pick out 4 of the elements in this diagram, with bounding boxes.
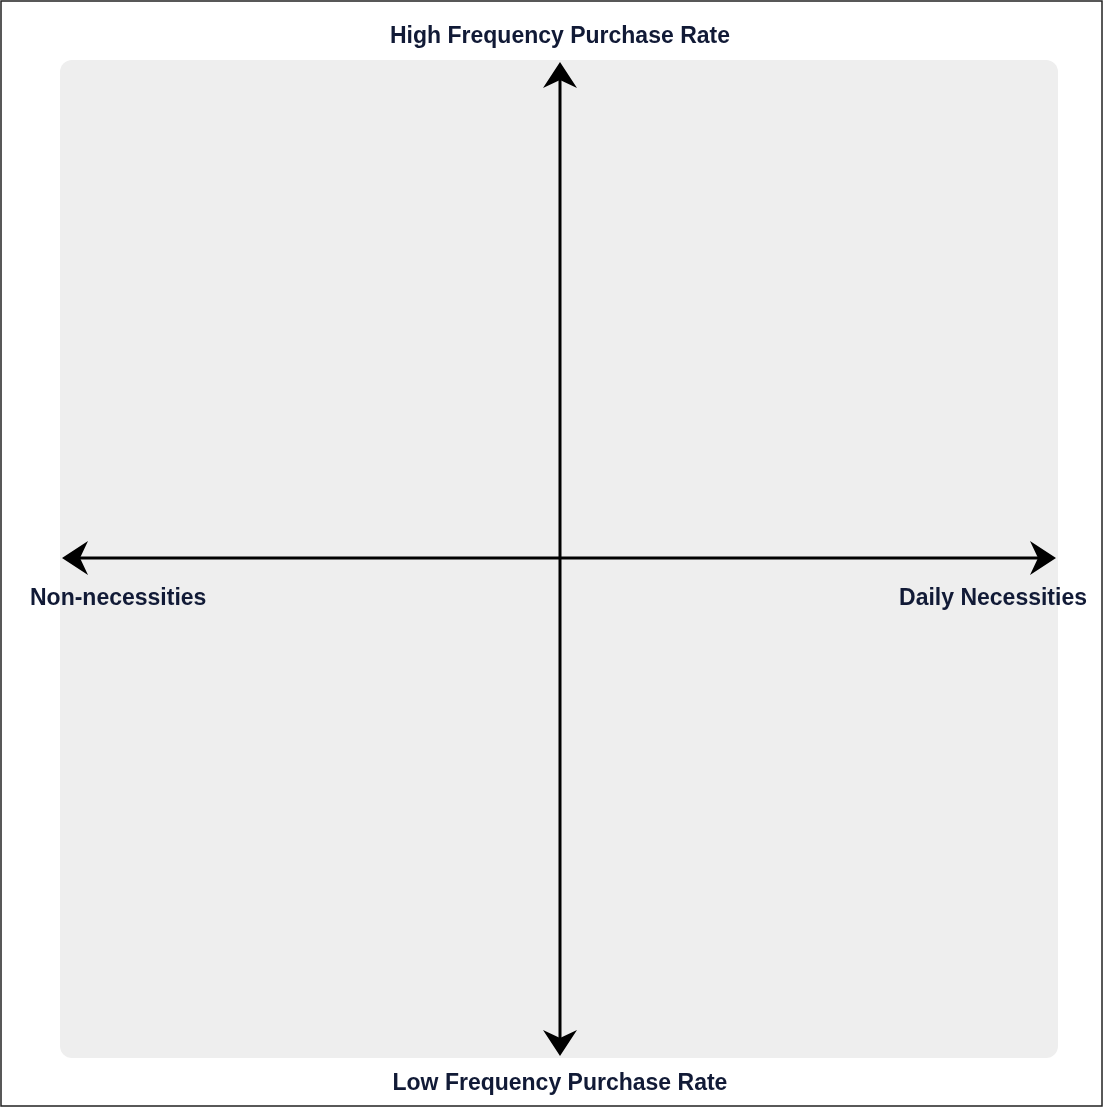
axis-label: High Frequency Purchase Rate xyxy=(390,21,730,49)
axis-label: Daily Necessities xyxy=(899,583,1087,611)
axis-label: Low Frequency Purchase Rate xyxy=(392,1068,728,1096)
axis-label: Non-necessities xyxy=(30,583,207,611)
